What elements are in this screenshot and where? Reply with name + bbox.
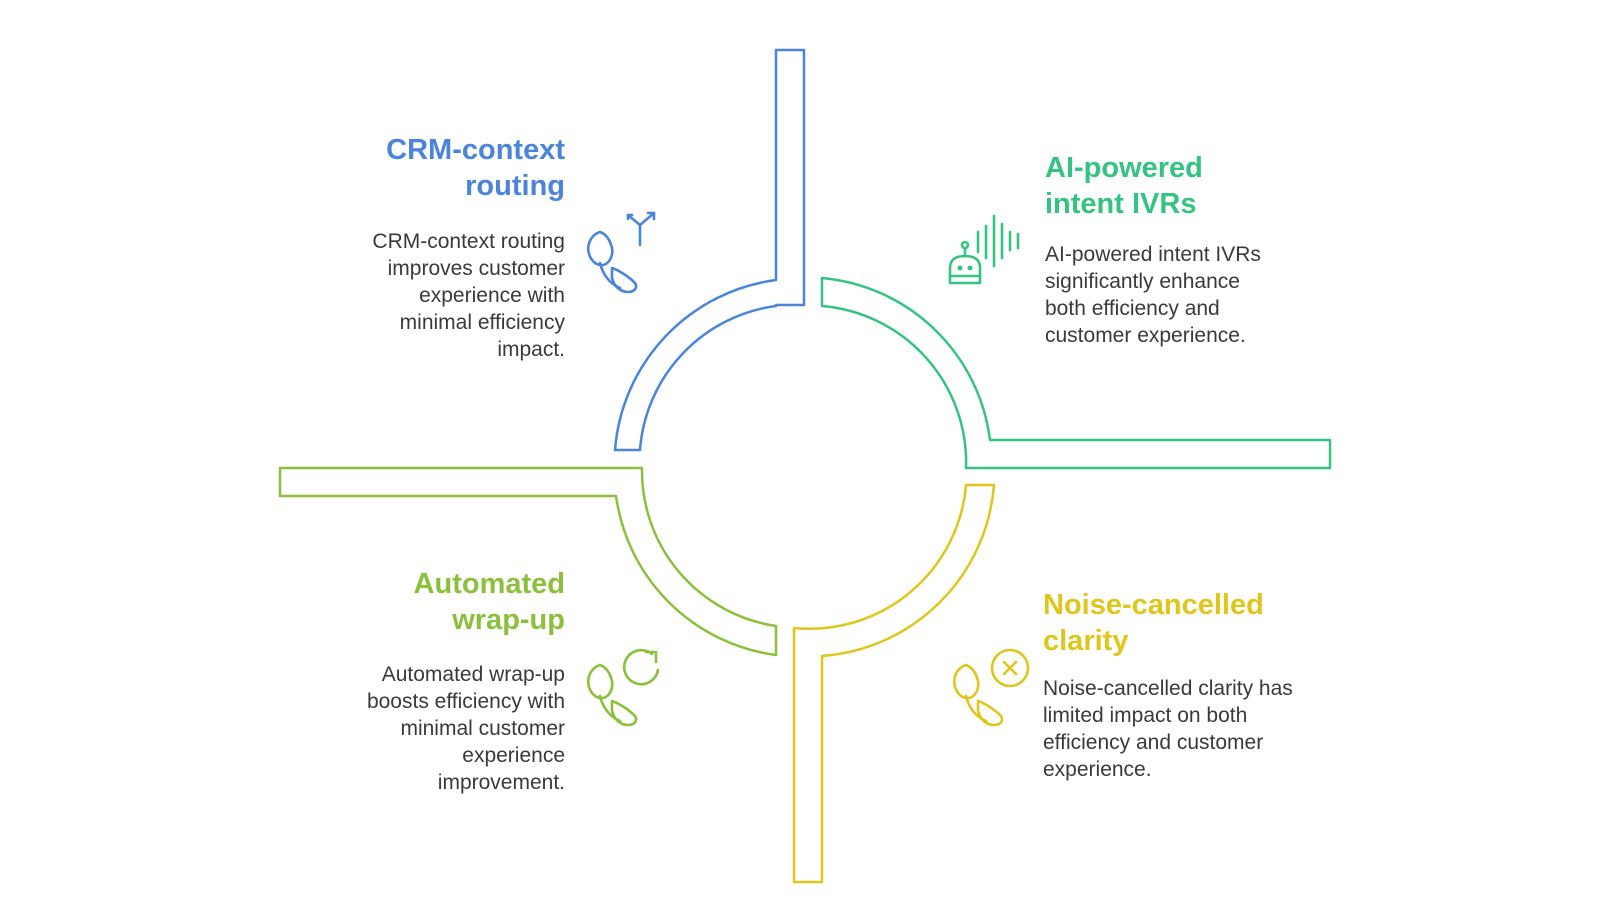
wrap-up-desc-line: minimal customer [400, 717, 565, 740]
blue-quadrant-shape [613, 48, 806, 452]
wrap-up-desc-line: boosts efficiency with [366, 690, 565, 713]
noise-clarity-desc-line: limited impact on both [1043, 704, 1248, 727]
wrap-up-desc-line: Automated wrap-up [381, 663, 565, 686]
crm-routing-title: CRM-context routing [300, 132, 565, 204]
ai-ivr-description: AI-powered intent IVRs significantly enh… [1045, 241, 1335, 349]
ai-ivr-title: AI-powered intent IVRs [1045, 150, 1325, 222]
crm-routing-desc-line: minimal efficiency [399, 311, 565, 334]
wrap-up-desc-line: experience [462, 744, 565, 767]
ai-ivr-desc-line: both efficiency and [1045, 297, 1220, 320]
green-quadrant-shape [820, 276, 1332, 470]
phone-routing-icon [587, 211, 656, 294]
crm-routing-desc-line: improves customer [387, 257, 565, 280]
ai-ivr-title-line1: AI-powered [1045, 152, 1203, 184]
robot-voice-icon [948, 214, 1020, 285]
phone-refresh-icon [587, 648, 660, 727]
wrap-up-title-line1: Automated [413, 568, 565, 600]
wrap-up-title: Automated wrap-up [300, 566, 565, 638]
noise-clarity-desc-line: experience. [1043, 758, 1152, 781]
noise-clarity-desc-line: efficiency and customer [1043, 731, 1264, 754]
ai-ivr-desc-line: significantly enhance [1045, 270, 1240, 293]
crm-routing-title-line2: routing [465, 170, 565, 202]
ai-ivr-desc-line: customer experience. [1045, 324, 1246, 347]
noise-clarity-description: Noise-cancelled clarity has limited impa… [1043, 675, 1343, 783]
phone-cancel-icon [953, 648, 1030, 727]
noise-clarity-title-line2: clarity [1043, 625, 1129, 657]
wrap-up-desc-line: improvement. [437, 771, 565, 794]
ai-ivr-title-line2: intent IVRs [1045, 188, 1197, 220]
crm-routing-desc-line: experience with [419, 284, 565, 307]
crm-routing-title-line1: CRM-context [386, 134, 565, 166]
crm-routing-desc-line: CRM-context routing [372, 230, 565, 253]
wrap-up-title-line2: wrap-up [452, 604, 565, 636]
crm-routing-desc-line: impact. [497, 338, 565, 361]
crm-routing-description: CRM-context routing improves customer ex… [320, 228, 565, 363]
ai-ivr-desc-line: AI-powered intent IVRs [1045, 243, 1261, 266]
wrap-up-description: Automated wrap-up boosts efficiency with… [320, 661, 565, 796]
noise-clarity-desc-line: Noise-cancelled clarity has [1043, 677, 1293, 700]
olive-quadrant-shape [278, 466, 778, 657]
noise-clarity-title: Noise-cancelled clarity [1043, 587, 1343, 659]
noise-clarity-title-line1: Noise-cancelled [1043, 589, 1264, 621]
yellow-quadrant-shape [792, 483, 996, 884]
